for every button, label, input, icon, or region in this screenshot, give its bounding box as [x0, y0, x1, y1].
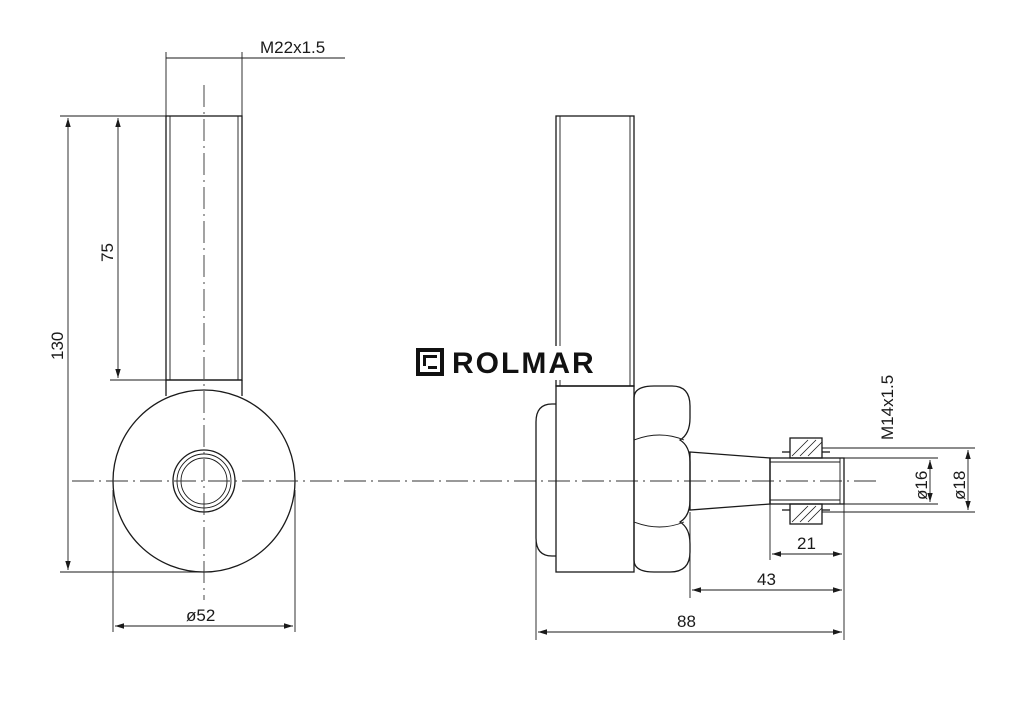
label-thread-minor: M14x1.5	[878, 375, 897, 440]
label-length-88: 88	[677, 612, 696, 631]
label-thread-length: 75	[98, 243, 117, 262]
side-threaded-shaft	[555, 115, 635, 387]
dim-total-height: 130	[48, 115, 204, 573]
dim-length-43: 43	[689, 512, 845, 598]
label-total-height: 130	[48, 332, 67, 360]
dim-length-21: 21	[769, 504, 845, 560]
dim-wheel-diameter: ø52	[112, 490, 296, 632]
bracket-body	[555, 385, 635, 573]
dim-thread-major: M22x1.5	[165, 38, 345, 116]
nut-section	[782, 437, 830, 525]
label-thread-major: M22x1.5	[260, 38, 325, 57]
dim-small-diameters: ø16 ø18	[822, 447, 975, 513]
dim-length-88: 88	[535, 540, 845, 640]
dim-thread-minor: M14x1.5	[822, 375, 897, 449]
dim-thread-length: 75	[98, 118, 166, 381]
label-length-21: 21	[797, 534, 816, 553]
label-diameter-18: ø18	[950, 471, 969, 500]
side-view	[535, 115, 845, 573]
flange-left	[535, 403, 556, 557]
wheel-side	[633, 385, 691, 573]
rolmar-logo-icon	[416, 348, 444, 376]
rolmar-brand: ROLMAR	[412, 346, 614, 380]
brand-name: ROLMAR	[452, 347, 596, 380]
front-view	[112, 85, 296, 600]
label-length-43: 43	[757, 570, 776, 589]
label-wheel-diameter: ø52	[186, 606, 215, 625]
label-diameter-16: ø16	[912, 471, 931, 500]
